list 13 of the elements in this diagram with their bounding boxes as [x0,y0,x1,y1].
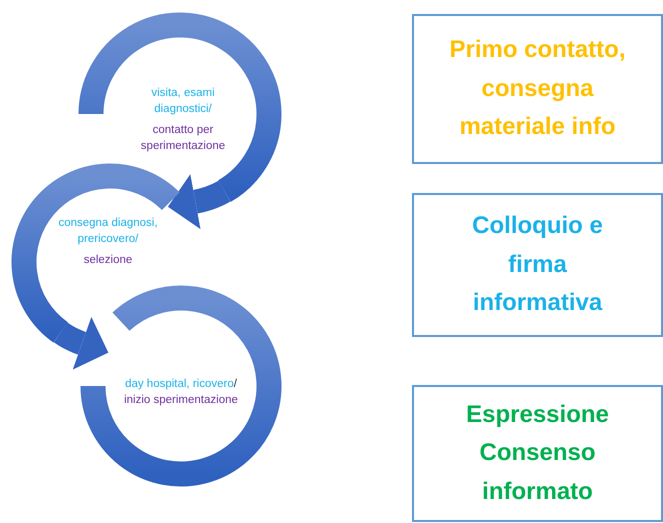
phase-label: Colloquio e firma informativa [471,211,604,318]
phase-label: Primo contatto, consegna materiale info [448,35,626,142]
phase-box [412,14,663,164]
phase-box [412,385,663,522]
step-label: inizio sperimentazione [123,393,239,408]
phase-box [412,193,663,337]
phase-label: Espressione Consenso informato [465,400,610,507]
step-label: contatto per sperimentazione [140,123,226,154]
step-label: consegna diagnosi, prericovero/ [57,216,159,248]
step-label: day hospital, ricovero [125,378,234,390]
step-label: visita, esami diagnostici/ [150,86,216,118]
step-label: / [234,378,237,390]
step-label: selezione [82,253,134,268]
